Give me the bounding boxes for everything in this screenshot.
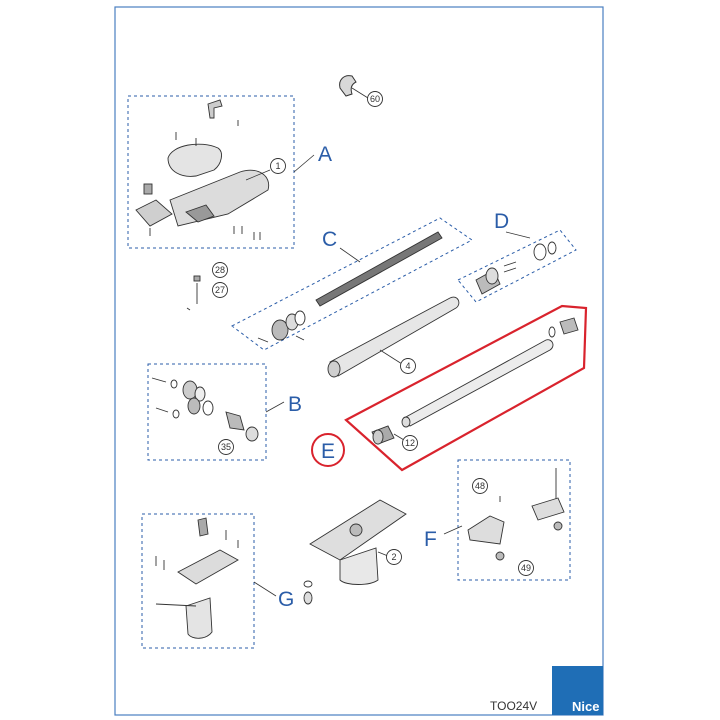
group-b-box (147, 363, 267, 461)
leader-d (505, 231, 531, 239)
group-g-loose-parts-drawing (303, 580, 313, 605)
part-number-48: 48 (475, 481, 485, 491)
group-label-c: C (322, 228, 337, 251)
leader-4 (379, 349, 403, 365)
group-f-box (457, 459, 571, 581)
group-label-b: B (288, 393, 302, 416)
leader-g (253, 581, 277, 597)
part-callout-27: 27 (212, 282, 228, 298)
group-g-parts-drawing (155, 517, 239, 639)
group-c-box (231, 217, 473, 351)
nice-logo-text: Nice (572, 699, 599, 714)
part-callout-4: 4 (400, 358, 416, 374)
part-number-27: 27 (215, 285, 225, 295)
part-number-60: 60 (370, 94, 380, 104)
group-a-parts-drawing (135, 99, 271, 240)
part-callout-48: 48 (472, 478, 488, 494)
part-callout-28: 28 (212, 262, 228, 278)
part-number-2: 2 (391, 552, 396, 562)
part-callout-1: 1 (270, 158, 286, 174)
part-27-28-screws-drawing (186, 275, 201, 311)
part-number-28: 28 (215, 265, 225, 275)
part-callout-60: 60 (367, 91, 383, 107)
leader-c (339, 247, 361, 263)
group-f-parts-drawing (467, 468, 565, 561)
part-4-outer-tube-drawing (327, 296, 460, 378)
nice-logo-box (552, 666, 603, 715)
leader-b (265, 401, 285, 413)
part-number-12: 12 (405, 438, 415, 448)
part-60-key-drawing (339, 75, 369, 99)
leader-f (443, 525, 463, 535)
page-frame (114, 6, 604, 716)
group-label-f: F (424, 528, 437, 551)
group-a-box (127, 95, 295, 249)
group-label-g: G (278, 588, 294, 611)
group-g-box (141, 513, 255, 649)
group-e-parts-drawing (371, 317, 579, 445)
part-number-4: 4 (405, 361, 410, 371)
part-number-35: 35 (221, 442, 231, 452)
group-d-parts-drawing (475, 241, 557, 295)
part-callout-49: 49 (518, 560, 534, 576)
group-c-parts-drawing (257, 231, 443, 343)
group-e-label-circle (311, 433, 345, 467)
part-callout-35: 35 (218, 439, 234, 455)
group-label-e: E (321, 440, 335, 463)
group-e-highlight-box (344, 304, 588, 472)
leader-a (293, 154, 315, 173)
group-b-parts-drawing (151, 377, 259, 442)
part-2-base-housing-drawing (309, 499, 407, 585)
part-number-1: 1 (275, 161, 280, 171)
group-d-box (457, 229, 577, 303)
part-callout-2: 2 (386, 549, 402, 565)
group-label-d: D (494, 210, 509, 233)
leader-12 (393, 433, 405, 441)
group-label-a: A (318, 143, 332, 166)
part-callout-12: 12 (402, 435, 418, 451)
model-code: TOO24V (490, 699, 537, 713)
part-number-49: 49 (521, 563, 531, 573)
